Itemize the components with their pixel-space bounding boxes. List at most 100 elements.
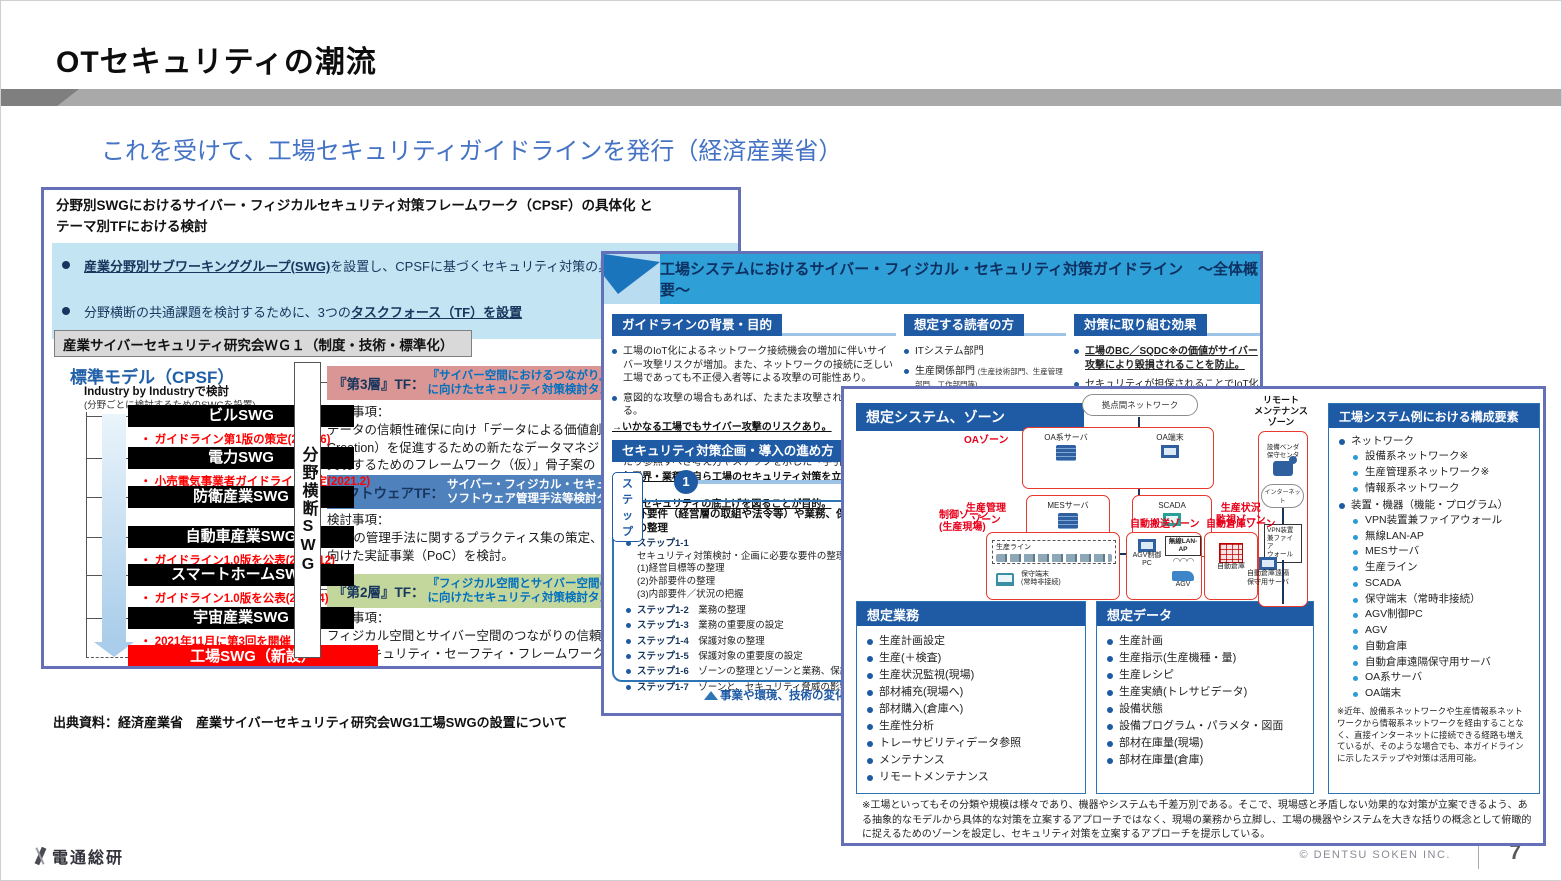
col1-bullet-1: 工場のIoT化によるネットワーク接続機会の増加に伴いサイバー攻撃リスクが増加。ま… (612, 345, 896, 386)
data-item: 生産計画 (1107, 633, 1305, 650)
col3-header-label: 対策に取り組む効果 (1074, 314, 1207, 336)
cross-field-swg-box: 分野横断SWG (294, 362, 321, 658)
bullet-dot-icon (62, 307, 70, 315)
assumed-work-header: 想定業務 (857, 602, 1085, 626)
work-item: 生産状況監視(現場) (867, 667, 1077, 684)
divider-bar (1, 89, 1561, 106)
steps-section-header: セキュリティ対策企画・導入の進め方 (612, 440, 894, 465)
remote-zone-box: 設備ベンダ 保守センタ インターネット VPN装置 兼ファイア ウォール (1258, 431, 1308, 607)
monitor-zone-label: 生産状況 監視ゾーン (1216, 503, 1266, 526)
monitor-icon (1259, 557, 1277, 571)
system-zone-header: 想定システム、ゾーン (856, 403, 1084, 431)
tree-line (86, 412, 87, 657)
warehouse-server-device: 自動倉庫遠隔 保守用サーバ (1242, 547, 1294, 587)
work-item: 生産(＋検査) (867, 650, 1077, 667)
tree-dash-stub (86, 657, 128, 658)
internet-cloud-icon: インターネット (1261, 484, 1304, 508)
swg-bullet-1: 産業分野別サブワーキンググループ(SWG)を設置し、CPSFに基づくセキュリティ… (62, 256, 611, 275)
component-subitem: 生産ライン (1353, 560, 1531, 576)
oa-zone-box (1022, 427, 1214, 489)
cpsf-sub1: Industry by Industryで検討 (84, 386, 230, 398)
component-subitem: 情報系ネットワーク (1353, 481, 1531, 497)
company-logo: 電通総研 (31, 844, 124, 868)
agv-pc-device: AGV制御 PC (1129, 537, 1165, 569)
prod-mgmt-zone-label: 生産管理 ゾーン (966, 503, 1006, 526)
wifi-icon: ◠◠◠ (1172, 555, 1195, 566)
server-icon (1056, 444, 1076, 461)
data-item: 生産レシピ (1107, 667, 1305, 684)
cloud-icon: 拠点間ネットワーク (1082, 394, 1198, 416)
steps-header-label: セキュリティ対策企画・導入の進め方 (612, 440, 844, 462)
control-zone-box: 生産ライン 保守端末 (常時非接続) (986, 532, 1120, 600)
maint-terminal-label: 保守端末 (常時非接続) (1021, 571, 1061, 587)
oa-zone-label: OAゾーン (964, 435, 1009, 446)
bullet-dot-icon (62, 261, 70, 269)
component-subitem: OA系サーバ (1353, 670, 1531, 686)
work-item: 部材補充(現場へ) (867, 684, 1077, 701)
flow-arrow-down (102, 414, 126, 642)
tf-layer3-text: 『サイバー空間におけるつながり』の に向けたセキュリティ対策検討タス (427, 369, 623, 396)
copyright-text: © DENTSU SOKEN INC. (1299, 849, 1451, 861)
component-subitem: 生産管理系ネットワーク※ (1353, 465, 1531, 481)
swg-item-factory-new: 工場SWG（新設） (128, 645, 378, 666)
work-item: リモートメンテナンス (867, 769, 1077, 786)
data-item: 設備状態 (1107, 701, 1305, 718)
production-line-icon (996, 554, 1112, 562)
col1-arrow-1: →いかなる工場でもサイバー攻撃のリスクあり。 (612, 421, 832, 433)
flow-arrow-head-icon (94, 642, 134, 657)
swg-panel-heading: 分野別SWGにおけるサイバー・フィジカルセキュリティ対策フレームワーク（CPSF… (56, 198, 653, 234)
vendor-center-device: 設備ベンダ 保守センタ (1262, 436, 1304, 484)
maint-terminal-device (993, 571, 1017, 584)
vpn-firewall-box: VPN装置 兼ファイア ウォール (1264, 524, 1302, 563)
tf-software-body: 検討事項： OSSの管理手法に関するプラクティス集の策定、 向けた実証事業（Po… (327, 513, 603, 563)
data-item: 部材在庫量(倉庫) (1107, 752, 1305, 769)
tf-software-label: ソフトウェアTF： (333, 486, 444, 501)
prod-line-box: 生産ライン (992, 540, 1116, 564)
reader-item-2-sub: (生産技術部門、生産管理部門、工作部門等) (915, 366, 1063, 390)
component-subitem: 無線LAN-AP (1353, 529, 1531, 545)
swg-bullet-2-strong: タスクフォース（TF）を設置 (350, 305, 523, 320)
component-subitem: VPN装置兼ファイアウォール (1353, 513, 1531, 529)
assumed-data-box: 想定データ 生産計画 生産指示(生産機種・量) 生産レシピ 生産実績(トレサビデ… (1096, 601, 1314, 794)
col1-header-label: ガイドラインの背景・目的 (612, 314, 783, 336)
up-arrow-icon (704, 690, 718, 700)
server-icon (1058, 512, 1078, 529)
remote-line (1282, 502, 1284, 524)
swg-note-building: ガイドライン第1版の策定(2019.6) (140, 431, 331, 447)
component-subitem: OA端末 (1353, 686, 1531, 702)
swg-bullet-2-pre: 分野横断の共通課題を検討するために、3つの (84, 305, 351, 320)
swg-bullet-2: 分野横断の共通課題を検討するために、3つのタスクフォース（TF）を設置 (62, 302, 522, 321)
wlan-ap-device: 無線LAN-AP ◠◠◠ (1165, 536, 1201, 566)
data-item: 生産実績(トレサビデータ) (1107, 684, 1305, 701)
step-number-badge: 1 (674, 470, 698, 494)
warehouse-device: 自動倉庫 (1213, 541, 1249, 571)
tf-software-text: サイバー・フィジカル・セキュリテ ソフトウェア管理手法等検討タ (447, 478, 631, 505)
page-title: OTセキュリティの潮流 (56, 46, 377, 79)
reader-item-1: ITシステム部門 (904, 345, 1066, 359)
swg-bullet-1-strong: 産業分野別サブワーキンググループ(SWG) (84, 259, 331, 274)
cross-field-swg-label: 分野横断SWG (299, 445, 317, 575)
warehouse-zone-label: 自動倉庫ゾーン (1206, 519, 1276, 530)
agv-device: AGV (1167, 569, 1199, 589)
warehouse-icon (1219, 543, 1243, 563)
agv-zone-label: 自動搬送ゾーン (1130, 519, 1200, 530)
step-item-1-1: ステップ1-1 (626, 538, 1156, 550)
step-1-1-sublines: セキュリティ対策検討・企画に必要な要件の整理 (1)経営目標等の整理 (2)外部… (637, 550, 846, 601)
tf-layer3-body: 検討事項： データの信頼性確保に向け「データによる価値創 Creation）を促… (327, 405, 602, 473)
zone-systems-panel: 想定システム、ゾーン 拠点間ネットワーク OAゾーン OA系サーバ OA端末 生… (841, 386, 1546, 846)
step-item-1-3: ステップ1-3 業務の重要度の設定 (626, 620, 1156, 632)
components-header: 工場システム例における構成要素 (1329, 404, 1539, 428)
work-item: 生産性分析 (867, 718, 1077, 735)
prod-line-label: 生産ライン (996, 544, 1031, 551)
tf-layer3-label: 『第3層』TF： (333, 377, 425, 392)
control-zone-label: 制御ゾーン (生産現場) (939, 510, 989, 533)
remote-zone-label: リモート メンテナンス ゾーン (1254, 395, 1308, 427)
tree-dash-line (86, 625, 87, 657)
swg-note-smarthome: ガイドライン1.0版を公表(2021.4) (140, 590, 329, 606)
wg1-label: 産業サイバーセキュリティ研究会ＷＧ１（制度・技術・標準化） (54, 330, 472, 357)
tf-layer2-text: 『フィジカル空間とサイバー空間のつ に向けたセキュリティ対策検討タス (427, 577, 623, 604)
cpsf-model-title: 標準モデル（CPSF） (70, 368, 235, 387)
tf-stub (321, 382, 327, 383)
page-number: 7 (1509, 841, 1521, 864)
step-item-1-4: ステップ1-4 保護対象の整理 (626, 636, 1156, 648)
